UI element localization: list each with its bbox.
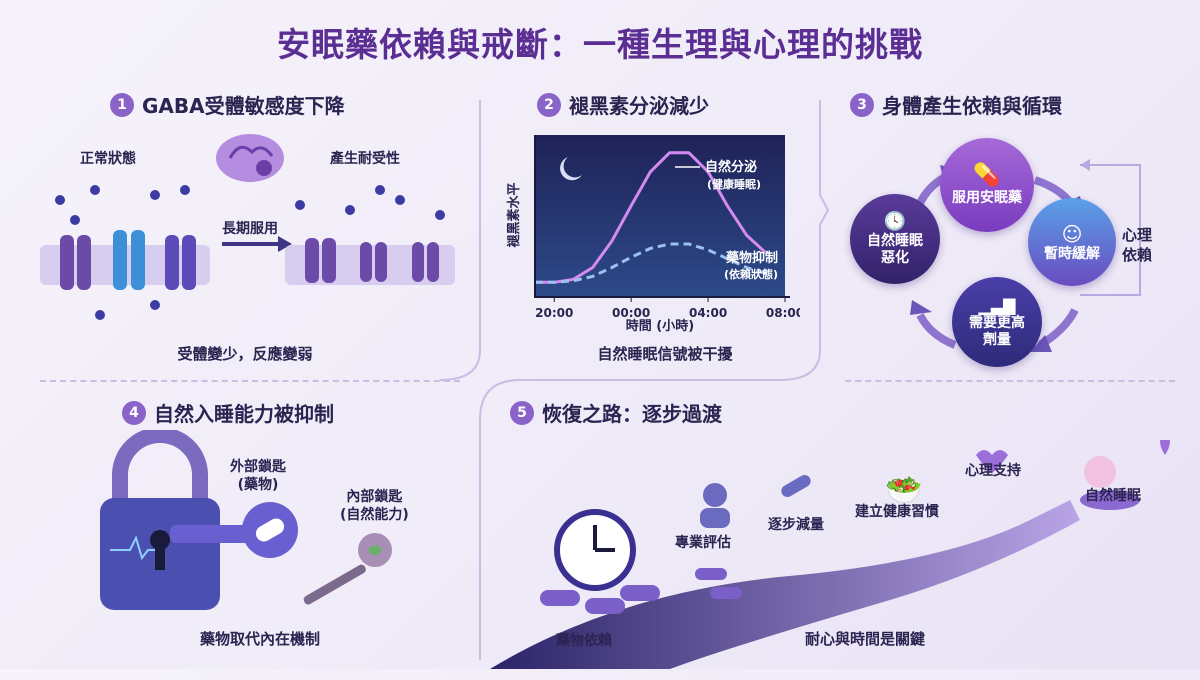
cycle-step-temporary-relief: ☺暫時緩解 [1028,198,1116,286]
cycle-label: 劑量 [983,331,1011,348]
step-professional-assessment: 專業評估 [675,535,731,551]
step-gradual-reduction: 逐步減量 [768,517,824,533]
x-tick-label: 04:00 [689,306,727,320]
psychological-dependence-label: 心理依賴 [1122,226,1152,265]
side-label: 依賴 [1122,245,1153,264]
healthy-habits-icon: 🥗 [885,473,922,508]
normal-state-label: 正常狀態 [80,151,136,167]
step-number: 4 [122,400,146,425]
cycle-step-sleep-worsens: 🕓自然睡眠惡化 [850,194,940,284]
section-5-heading: 5 恢復之路：逐步過渡 [510,398,722,427]
chart-axes [534,135,790,298]
section-4-heading: 4 自然入睡能力被抑制 [122,398,334,427]
legend-natural: 自然分泌 [705,159,757,175]
label-line: (自然能力) [340,507,409,524]
section-5-caption: 耐心與時間是關鍵 [804,630,925,648]
side-label: 心理 [1122,226,1153,244]
sleepy-face-icon: ☺ [1061,221,1083,246]
legend-suppressed: 藥物抑制 [725,250,778,266]
cycle-label: 自然睡眠 [867,233,923,249]
heading-text: 身體產生依賴與循環 [882,94,1062,118]
heart-hands-icon [976,450,1008,473]
heading-text: GABA受體敏感度下降 [142,94,345,118]
sun-icon [1084,456,1116,488]
section-connector-lines [440,100,830,660]
step-psychological-support: 心理支持 [965,463,1021,479]
arrow-right-icon [222,236,292,252]
internal-key-icon [303,533,392,605]
divider [40,380,460,382]
flower-icon [1160,440,1170,455]
heading-text: 自然入睡能力被抑制 [154,402,334,426]
step-drug-dependence: 藥物依賴 [556,633,612,649]
y-axis-label: 褪黑素水平 [506,182,522,247]
series-line-0 [535,151,767,284]
tolerance-receptor-membrane [285,185,455,285]
divider [845,380,1175,382]
page-title: 安眠藥依賴與戒斷：一種生理與心理的挑戰 [277,25,923,64]
brain-icon [216,134,284,182]
normal-receptor-membrane [40,185,210,320]
label-line: 外部鎖匙 [230,459,286,475]
cycle-label: 需要更高 [969,314,1025,331]
cycle-label: 暫時緩解 [1044,245,1100,262]
pill-icon: 💊 [973,163,1001,189]
heading-text: 褪黑素分泌減少 [569,94,709,118]
section-2-caption: 自然睡眠信號被干擾 [597,345,733,363]
legend-natural-sub: (健康睡眠) [707,177,761,191]
section-2-heading: 2 褪黑素分泌減少 [537,90,709,119]
x-tick-label: 08:00 [766,306,800,320]
long-term-use-label: 長期服用 [222,221,278,237]
step-natural-sleep: 自然睡眠 [1085,488,1141,504]
cycle-step-take-pills: 💊服用安眠藥 [940,138,1034,232]
bar-chart-up-icon: ▁▃▇ [978,295,1016,315]
legend-suppressed-sub: (依賴狀態) [724,267,778,281]
step-number: 2 [537,92,561,117]
section-1-caption: 受體變少，反應變弱 [177,345,313,363]
recovery-road: 🥗 . [490,440,1170,669]
clock-x-icon: 🕓 [883,211,907,233]
external-key-label: 外部鎖匙 (藥物) [230,458,286,494]
person-icon [703,483,727,507]
label-line: 內部鎖匙 [346,489,403,505]
section-1-heading: 1 GABA受體敏感度下降 [110,90,345,119]
tolerance-label: 產生耐受性 [330,151,400,167]
step-number: 3 [850,92,874,117]
label-line: (藥物) [237,477,279,494]
step-number: 5 [510,400,534,425]
internal-key-label: 內部鎖匙 (自然能力) [340,488,409,524]
cycle-label: 惡化 [881,249,909,266]
sleeping-person-icon [1080,490,1140,510]
pills-icon [781,475,811,497]
lock-and-keys-illustration [100,430,392,610]
step-healthy-habits: 建立健康習慣 [855,504,939,520]
heading-text: 恢復之路：逐步過渡 [542,402,722,426]
padlock-shackle [112,430,208,500]
x-axis-label: 時間 (小時) [626,318,694,334]
series-line-1 [535,242,767,284]
step-number: 1 [110,92,134,117]
section-4-caption: 藥物取代內在機制 [199,630,320,648]
cycle-label: 服用安眠藥 [952,189,1022,206]
x-tick-label: 00:00 [612,306,650,320]
section-3-heading: 3 身體產生依賴與循環 [850,90,1062,119]
cycle-step-higher-dose: ▁▃▇需要更高劑量 [952,277,1042,367]
x-tick-label: 20:00 [535,306,573,320]
moon-icon [560,157,582,181]
